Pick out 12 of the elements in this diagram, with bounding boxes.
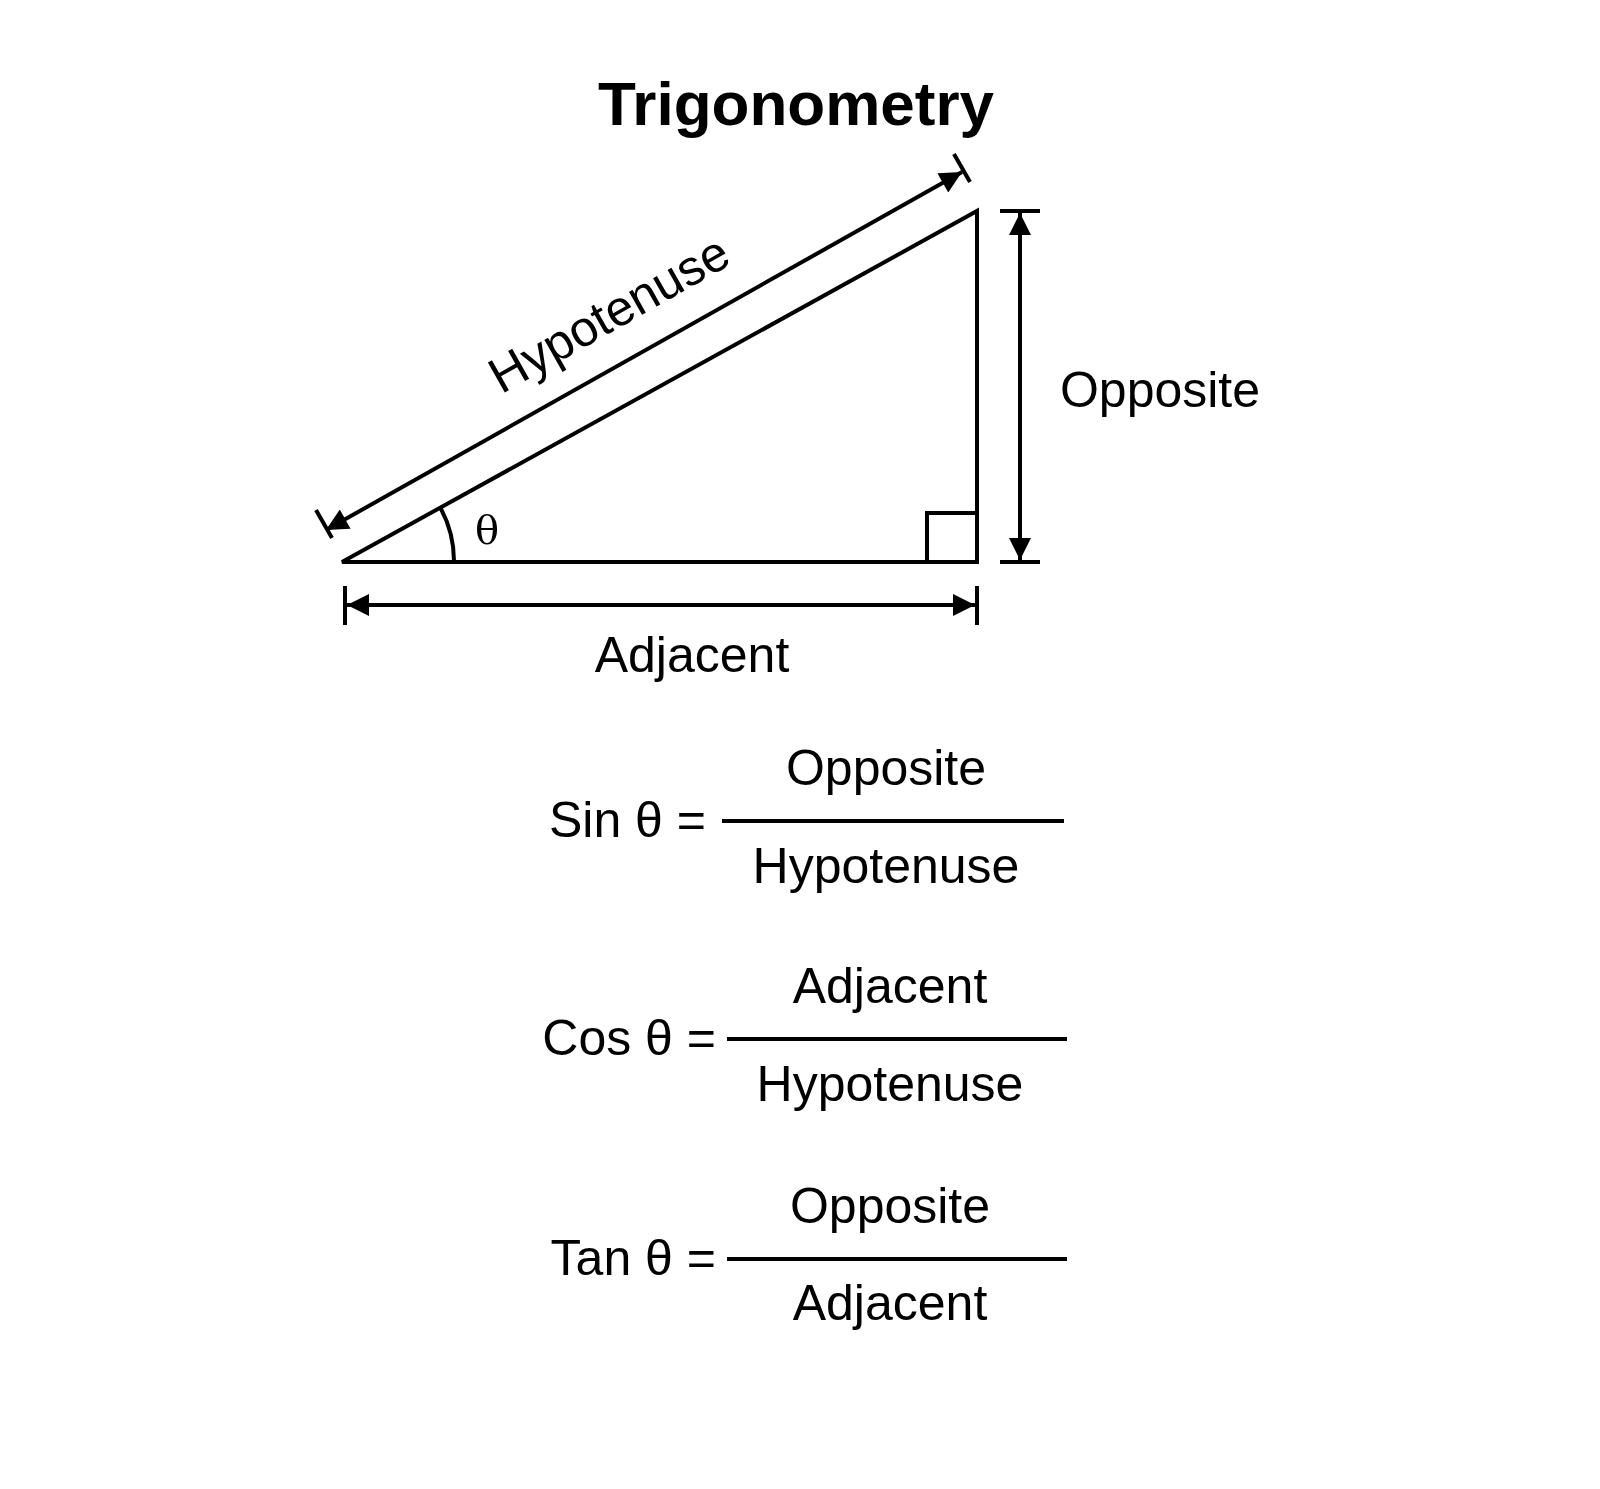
fraction-denominator: Hypotenuse	[756, 1059, 1024, 1109]
fraction-numerator: Opposite	[789, 1181, 991, 1231]
formula-text: Sin θ =	[548, 795, 706, 845]
fraction-numerator: Adjacent	[792, 961, 988, 1011]
fraction-denominator: Hypotenuse	[752, 841, 1020, 891]
formula-text: Tan θ =	[550, 1233, 716, 1283]
angle-symbol: θ	[474, 510, 500, 550]
side-label: Opposite	[1059, 365, 1261, 415]
fraction-numerator: Opposite	[785, 743, 987, 793]
fraction-denominator: Adjacent	[792, 1278, 988, 1328]
side-label: Adjacent	[594, 630, 790, 680]
formula-text: Cos θ =	[542, 1013, 716, 1063]
